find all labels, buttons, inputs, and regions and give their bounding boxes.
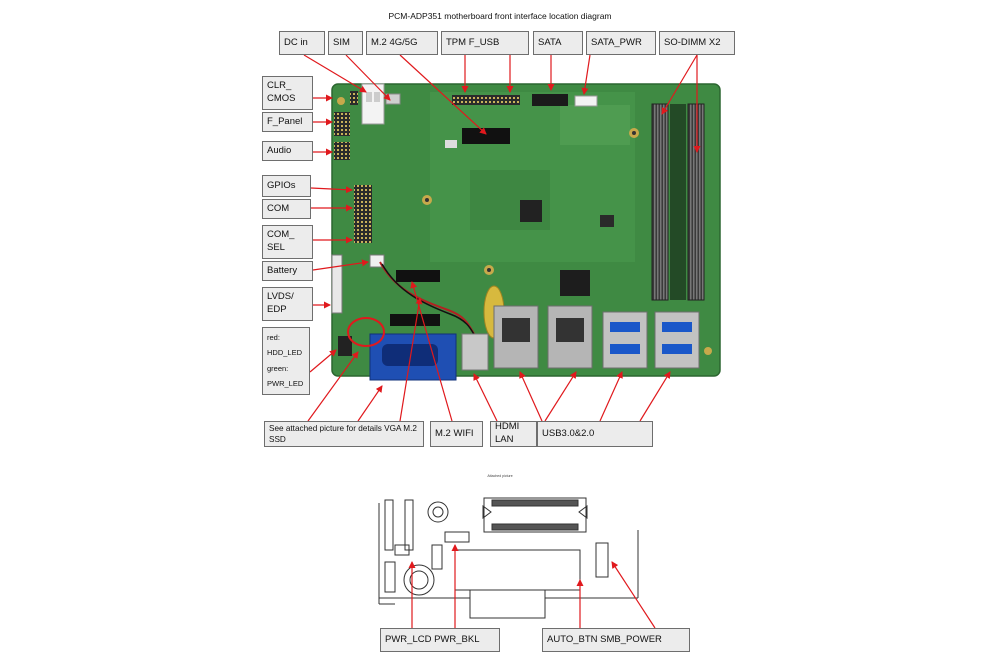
label-led-line4: PWR_LED	[267, 379, 304, 389]
label-see-attached: See attached picture for details	[269, 423, 382, 433]
label-led-line3: green:	[267, 363, 289, 373]
label-led-line2: HDD_LED	[267, 348, 303, 358]
label-vga-m2ssd: VGA M.2 SSD	[269, 423, 417, 444]
label-sodimm: SO-DIMM X2	[659, 31, 735, 55]
board-components	[331, 83, 705, 381]
label-dc-in: DC in	[279, 31, 325, 55]
label-com-sel-line2: SEL	[267, 242, 285, 253]
label-led: red: HDD_LED green: PWR_LED	[262, 327, 310, 395]
label-battery: Battery	[262, 261, 313, 281]
label-com-sel-line1: COM_	[267, 229, 295, 241]
label-sata: SATA	[533, 31, 583, 55]
label-pwr-lcd-bkl: PWR_LCD PWR_BKL	[380, 628, 500, 652]
attached-arrows	[408, 544, 656, 629]
attached-line-drawing	[378, 497, 639, 619]
callout-arrows	[303, 54, 701, 422]
label-m2-wifi: M.2 WIFI	[430, 421, 483, 447]
label-lvds-edp-line2: EDP	[267, 304, 287, 315]
label-see-attached-text: See attached picture for details VGA M.2…	[269, 423, 419, 445]
label-usb: USB3.0&2.0	[537, 421, 653, 447]
label-gpios: GPIOs	[262, 175, 311, 197]
label-audio: Audio	[262, 141, 313, 161]
label-hdmi-lan: HDMI LAN	[490, 421, 537, 447]
label-sim: SIM	[328, 31, 363, 55]
label-lvds-edp: LVDS/ EDP	[262, 287, 313, 321]
label-see-attached-vga-ssd: See attached picture for details VGA M.2…	[264, 421, 424, 447]
label-clr-cmos-line1: CLR_	[267, 80, 292, 92]
label-m2-4g5g: M.2 4G/5G	[366, 31, 438, 55]
label-clr-cmos: CLR_ CMOS	[262, 76, 313, 110]
label-com: COM	[262, 199, 311, 219]
pcb-board	[331, 83, 721, 377]
label-auto-btn-smb: AUTO_BTN SMB_POWER	[542, 628, 690, 652]
label-led-line1: red:	[267, 332, 280, 342]
label-sata-pwr: SATA_PWR	[586, 31, 656, 55]
label-clr-cmos-line2: CMOS	[267, 93, 296, 104]
attached-title: Attached picture	[487, 474, 513, 478]
label-com-sel: COM_ SEL	[262, 225, 313, 259]
label-tpm-fusb: TPM F_USB	[441, 31, 529, 55]
label-lvds-edp-line1: LVDS/	[267, 291, 294, 303]
label-f-panel: F_Panel	[262, 112, 313, 132]
diagram-title: PCM-ADP351 motherboard front interface l…	[388, 11, 612, 21]
